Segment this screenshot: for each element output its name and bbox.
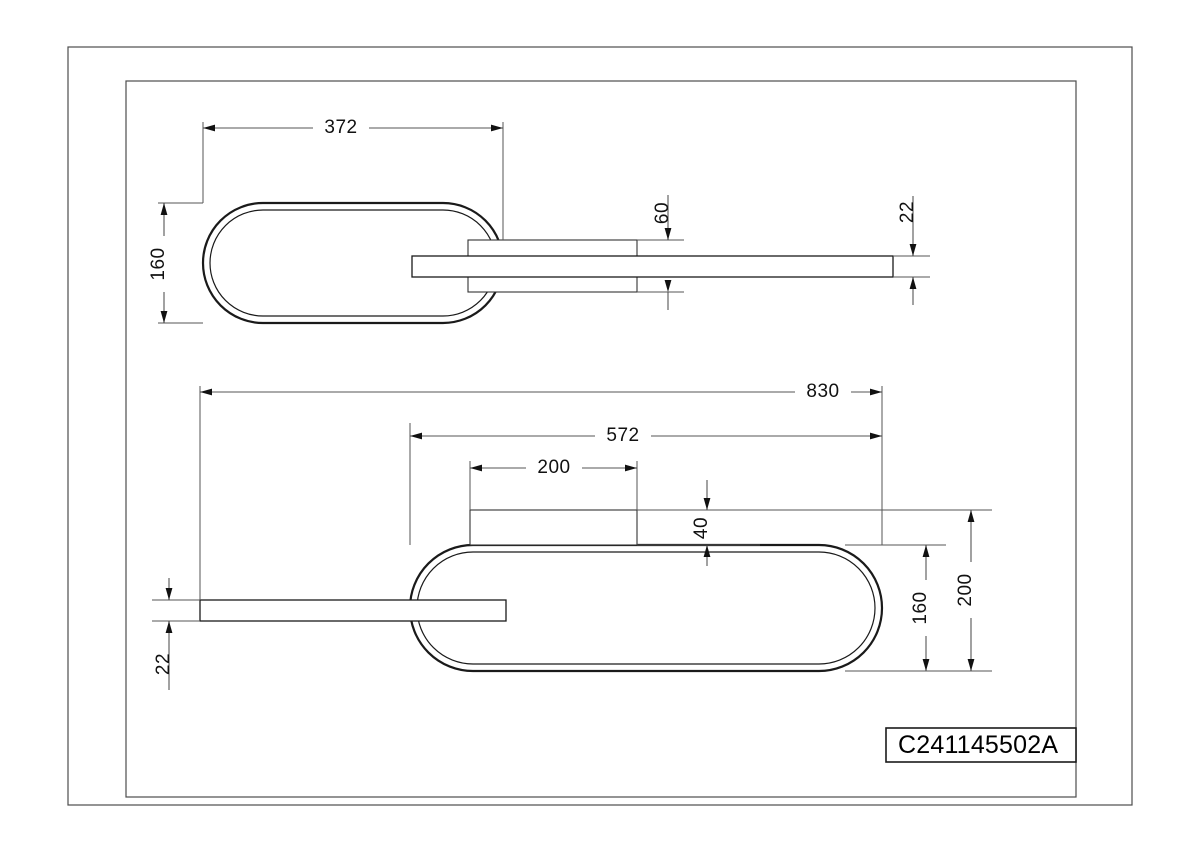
dimension-372-value: 372	[324, 117, 357, 138]
dimension-200-width-text-bg	[959, 562, 983, 618]
dimension-160-top-text-bg	[152, 236, 176, 292]
dimension-160-bottom: 160	[845, 544, 946, 672]
dimension-572: 572	[409, 423, 883, 545]
dimension-200-length: 200	[469, 456, 638, 510]
dimension-160-bottom-value: 160	[910, 591, 931, 624]
dimension-830-text-bg	[795, 380, 851, 404]
dimension-200-width: 200	[707, 509, 992, 672]
dimension-830-arrow-right	[870, 388, 882, 396]
inner-frame	[125, 80, 1077, 798]
dimension-40-value: 40	[691, 517, 712, 539]
dimension-372-arrow-left	[203, 124, 215, 132]
dimension-22-bottom-value: 22	[153, 653, 174, 675]
dimension-830: 830	[199, 380, 883, 600]
dimension-200-length-arrow-left	[470, 464, 482, 472]
dimension-200-width-arrow-lower	[967, 659, 975, 671]
dimension-22-top-value: 22	[897, 201, 918, 223]
dimension-572-arrow-left	[410, 432, 422, 440]
dimension-22-bottom-arrow-lower	[165, 621, 173, 633]
dimension-40-arrow-lower	[703, 545, 711, 557]
dimension-22-top-arrow-lower	[909, 277, 917, 289]
dimension-60-value: 60	[652, 202, 673, 224]
dimension-60-arrow-lower	[664, 280, 672, 292]
dimension-22-bottom: 22	[152, 578, 200, 690]
dimension-40-arrow-upper	[703, 498, 711, 510]
part-number-label: C241145502A	[898, 731, 1058, 759]
dimension-572-text-bg	[595, 424, 651, 448]
dimension-200-length-value: 200	[537, 457, 570, 478]
dimension-160-top-value: 160	[148, 247, 169, 280]
dimension-160-bottom-arrow-upper	[922, 545, 930, 557]
dimension-60-arrow-upper	[664, 228, 672, 240]
dimension-60: 60	[637, 195, 684, 310]
top-view-arm-bar	[411, 255, 894, 278]
dimension-160-top-arrow-lower	[160, 311, 168, 323]
dimension-160-bottom-arrow-lower	[922, 659, 930, 671]
dimension-372-text-bg	[313, 116, 369, 140]
dimension-372-arrow-right	[491, 124, 503, 132]
dimension-200-length-text-bg	[526, 456, 582, 480]
dimension-22-bottom-arrow-upper	[165, 588, 173, 600]
dimension-22-top-arrow-upper	[909, 244, 917, 256]
dimension-200-width-value: 200	[955, 573, 976, 606]
dimension-200-width-arrow-upper	[967, 510, 975, 522]
dimension-200-length-arrow-right	[625, 464, 637, 472]
sheet-frames	[67, 46, 1133, 806]
dimension-372: 372	[202, 116, 504, 240]
dimension-160-bottom-text-bg	[914, 580, 938, 636]
dimension-160-top: 160	[148, 202, 203, 324]
dimension-830-value: 830	[806, 381, 839, 402]
dimension-572-arrow-right	[870, 432, 882, 440]
bottom-view: 830 572 200	[152, 380, 992, 690]
dimension-40: 40	[637, 480, 760, 566]
outer-frame	[67, 46, 1133, 806]
title-block: C241145502A	[885, 727, 1077, 763]
top-view: 372 160 60	[148, 116, 930, 325]
title-block-box	[885, 727, 1077, 763]
bottom-view-connector-block	[469, 509, 638, 546]
bottom-view-arm-bar	[199, 599, 507, 622]
dimension-22-top: 22	[893, 196, 930, 305]
dimension-572-value: 572	[606, 425, 639, 446]
dimension-160-top-arrow-upper	[160, 203, 168, 215]
dimension-830-arrow-left	[200, 388, 212, 396]
